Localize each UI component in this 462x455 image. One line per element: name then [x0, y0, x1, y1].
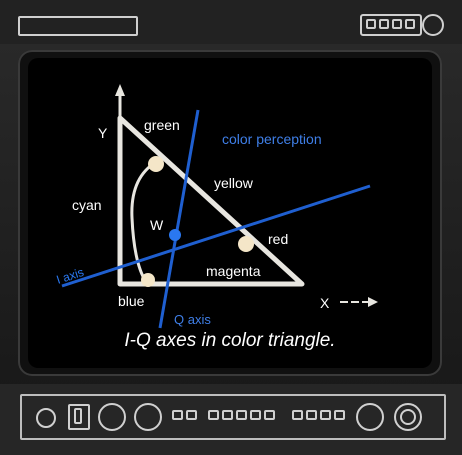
panel-button[interactable]: [222, 410, 233, 420]
y-axis-label: Y: [98, 125, 108, 141]
magenta-label: magenta: [206, 263, 261, 279]
control-knob[interactable]: [394, 403, 422, 431]
inner-knob[interactable]: [400, 409, 416, 425]
caption: I-Q axes in color triangle.: [124, 330, 336, 351]
white-point-label: W: [150, 217, 164, 233]
red-point: [238, 236, 254, 252]
white-point-dot: [169, 229, 181, 241]
x-axis-label: X: [320, 295, 330, 311]
x-arrow-icon: [368, 297, 378, 307]
control-knob[interactable]: [134, 403, 162, 431]
top-button-group: [360, 14, 422, 36]
top-button[interactable]: [379, 19, 389, 29]
top-slot: [18, 16, 138, 36]
switch-lever[interactable]: [74, 408, 82, 424]
top-button[interactable]: [392, 19, 402, 29]
screen: Y green color perception yellow cyan W r…: [28, 58, 432, 368]
i-axis-line: [61, 184, 371, 288]
panel-button[interactable]: [320, 410, 331, 420]
panel-button[interactable]: [236, 410, 247, 420]
yellow-label: yellow: [214, 175, 254, 191]
panel-button[interactable]: [250, 410, 261, 420]
control-knob[interactable]: [98, 403, 126, 431]
color-triangle: [117, 115, 305, 287]
panel-button[interactable]: [334, 410, 345, 420]
switch-button[interactable]: [68, 404, 90, 430]
green-label: green: [144, 117, 180, 133]
top-button[interactable]: [405, 19, 415, 29]
q-axis-line: [158, 109, 200, 329]
y-arrow-icon: [115, 84, 125, 96]
small-knob[interactable]: [36, 408, 56, 428]
top-bezel: [0, 0, 462, 44]
color-perception-label: color perception: [222, 131, 322, 147]
control-strip: [20, 394, 446, 440]
red-label: red: [268, 231, 288, 247]
blue-label: blue: [118, 293, 145, 309]
panel-button[interactable]: [306, 410, 317, 420]
cyan-label: cyan: [72, 197, 102, 213]
q-axis-label: Q axis: [174, 312, 211, 327]
spectral-curve: [130, 160, 157, 283]
green-point: [148, 156, 164, 172]
color-triangle-diagram: Y green color perception yellow cyan W r…: [55, 84, 378, 329]
control-knob[interactable]: [356, 403, 384, 431]
blue-point: [141, 273, 155, 287]
panel-button[interactable]: [186, 410, 197, 420]
top-knob[interactable]: [422, 14, 444, 36]
top-button[interactable]: [366, 19, 376, 29]
panel-button[interactable]: [292, 410, 303, 420]
panel-button[interactable]: [208, 410, 219, 420]
panel-button[interactable]: [264, 410, 275, 420]
panel-button[interactable]: [172, 410, 183, 420]
